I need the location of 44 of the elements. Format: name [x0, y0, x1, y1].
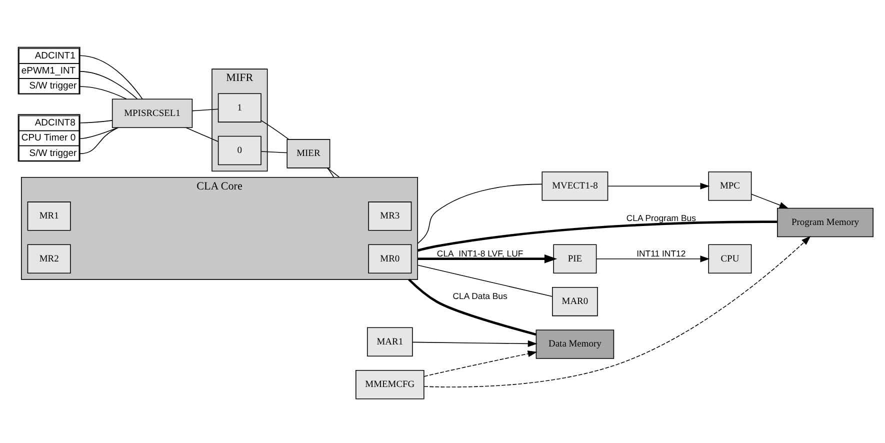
- node-box: MIER: [286, 139, 330, 168]
- connector: [327, 168, 340, 178]
- node-box: MPISRCSEL1: [112, 98, 193, 128]
- connector: [417, 184, 542, 244]
- node-box: Program Memory: [777, 208, 874, 238]
- edge-label: CLA Data Bus: [452, 291, 508, 302]
- connector: [417, 264, 553, 297]
- node-box: 1: [218, 93, 262, 122]
- arrow: [608, 182, 710, 190]
- arrow: [424, 236, 811, 388]
- arrow: [424, 350, 538, 377]
- connector: [260, 151, 288, 154]
- connector: [80, 71, 138, 100]
- edge-label: CLA_INT1-8 LVF, LUF: [436, 248, 524, 258]
- connector: [417, 220, 778, 252]
- connector: [326, 168, 334, 178]
- connector: [80, 127, 118, 140]
- node-box: MR3: [368, 202, 412, 231]
- connector: [80, 127, 119, 154]
- connector: [408, 278, 536, 336]
- node-box: MMEMCFG: [356, 370, 424, 400]
- node-box: 0: [218, 136, 262, 166]
- arrow: [418, 254, 558, 264]
- node-box: Data Memory: [536, 330, 614, 359]
- node-box: MR1: [27, 202, 71, 231]
- arrow: [596, 256, 710, 262]
- node-box: PIE: [553, 244, 597, 274]
- edge-label: CLA Program Bus: [626, 212, 696, 223]
- node-box: MAR1: [366, 327, 413, 357]
- node-box: MR2: [27, 244, 71, 274]
- connector: [192, 108, 219, 112]
- arrow: [750, 194, 789, 209]
- connector: [80, 55, 143, 100]
- connector: [186, 127, 218, 142]
- connector: [80, 120, 113, 124]
- node-box: MAR0: [552, 286, 598, 316]
- connector: [80, 86, 127, 100]
- node-box: MVECT1-8: [542, 171, 608, 201]
- arrow: [412, 340, 538, 347]
- connector: [260, 120, 290, 140]
- node-box: MR0: [368, 244, 412, 274]
- edge-label: INT11 INT12: [636, 248, 686, 258]
- node-box: MPC: [708, 171, 752, 201]
- node-box: CPU: [708, 244, 752, 274]
